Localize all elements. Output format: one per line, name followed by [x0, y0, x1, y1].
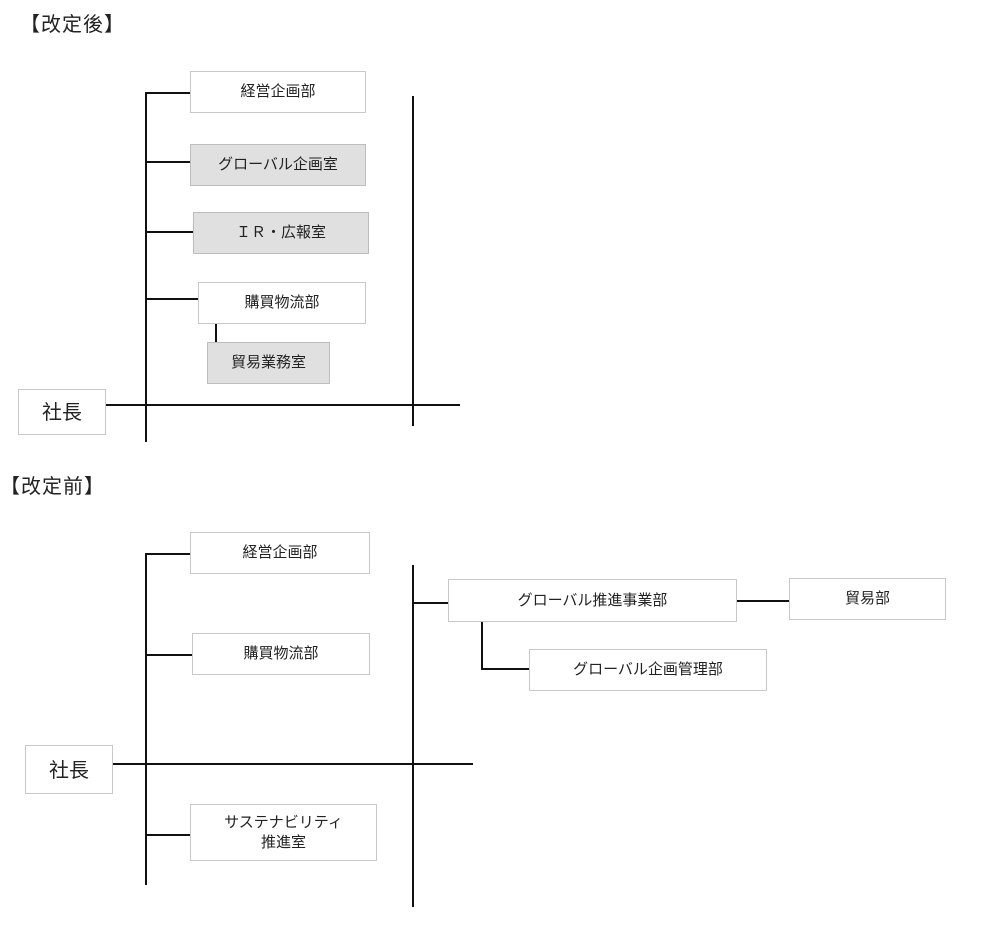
after-kobai-box: 購買物流部: [198, 282, 366, 324]
before-sub-connector: [481, 622, 483, 669]
before-boeki-box: 貿易部: [789, 578, 946, 620]
after-left-trunk: [145, 92, 147, 442]
before-branch-boeki: [737, 600, 790, 602]
before-global-suishin-box: グローバル推進事業部: [448, 579, 737, 622]
after-president-line: [106, 404, 460, 406]
after-right-trunk: [412, 96, 414, 426]
before-heading: 【改定前】: [0, 474, 105, 498]
before-president-box: 社長: [25, 745, 113, 794]
before-branch-sustainability: [145, 834, 191, 836]
after-branch-global: [145, 161, 191, 163]
before-sustainability-box: サステナビリティ 推進室: [190, 804, 377, 861]
after-heading: 【改定後】: [20, 12, 125, 36]
before-branch-global-kanri: [481, 668, 530, 670]
after-sub-connector: [215, 323, 217, 343]
before-branch-global-suishin: [412, 602, 448, 604]
after-branch-ir: [145, 231, 194, 233]
after-branch-kobai: [145, 298, 198, 300]
after-branch-keiei: [145, 92, 191, 94]
after-global-kikaku-box: グローバル企画室: [190, 144, 366, 186]
before-global-kanri-box: グローバル企画管理部: [529, 649, 767, 691]
before-right-trunk: [412, 565, 414, 907]
before-branch-keiei: [145, 553, 191, 555]
after-ir-box: ＩＲ・広報室: [193, 212, 369, 254]
before-keiei-box: 経営企画部: [190, 532, 370, 574]
after-president-box: 社長: [18, 389, 106, 435]
after-boeki-gyomu-box: 貿易業務室: [207, 342, 330, 384]
before-president-line: [112, 763, 473, 765]
before-kobai-box: 購買物流部: [192, 633, 370, 675]
after-keiei-box: 経営企画部: [190, 71, 366, 113]
before-left-trunk: [145, 553, 147, 885]
before-branch-kobai: [145, 654, 193, 656]
